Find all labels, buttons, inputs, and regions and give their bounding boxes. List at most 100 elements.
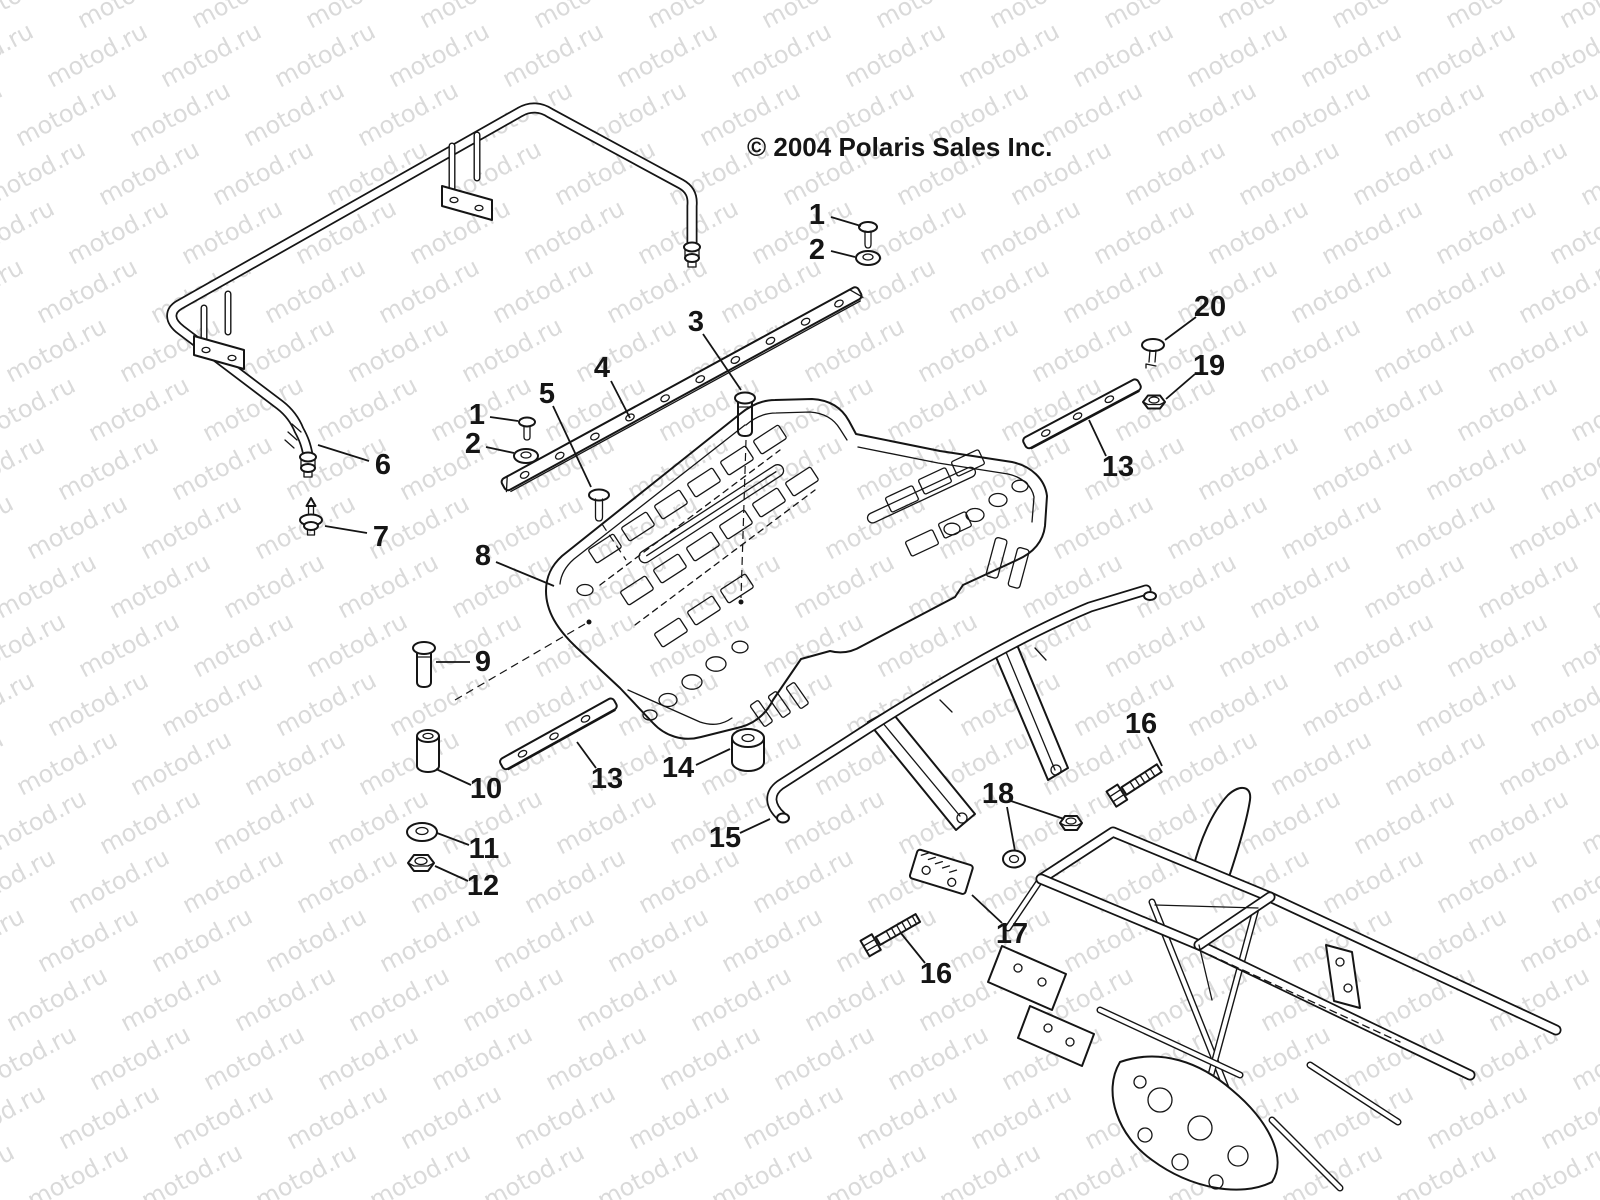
watermark-text: motod.ru bbox=[1576, 135, 1600, 211]
watermark-text: motod.ru bbox=[1555, 0, 1600, 34]
leader-line bbox=[1147, 736, 1163, 767]
mount-rail-short-right bbox=[1022, 378, 1142, 450]
callout-1b: 1 bbox=[469, 399, 519, 431]
callout-11: 11 bbox=[436, 832, 499, 865]
callout-9: 9 bbox=[436, 646, 491, 678]
callout-17: 17 bbox=[971, 894, 1028, 950]
screw-part-5 bbox=[588, 488, 610, 522]
part-number-label: 8 bbox=[475, 540, 491, 572]
callout-13b: 13 bbox=[1088, 419, 1134, 483]
hole-marker bbox=[586, 619, 592, 625]
screw-part-left bbox=[518, 416, 536, 441]
callout-2b: 2 bbox=[465, 428, 515, 460]
callout-3: 3 bbox=[688, 306, 742, 391]
bracket-plate-part-17 bbox=[908, 848, 974, 895]
callout-8: 8 bbox=[475, 540, 555, 587]
leader-line bbox=[576, 741, 597, 769]
callout-16a: 16 bbox=[1125, 708, 1163, 767]
leader-line bbox=[489, 416, 519, 422]
callout-7: 7 bbox=[324, 521, 389, 553]
leader-line bbox=[1088, 419, 1107, 457]
part-number-label: 19 bbox=[1193, 350, 1225, 382]
leader-line bbox=[552, 405, 592, 488]
part-number-label: 5 bbox=[539, 378, 555, 410]
callout-15: 15 bbox=[709, 818, 771, 854]
watermark-text: motod.ru bbox=[1556, 607, 1600, 683]
part-number-label: 1 bbox=[469, 399, 485, 431]
rail-end-cap-left bbox=[299, 451, 317, 478]
callout-19: 19 bbox=[1165, 350, 1225, 400]
watermark-text: motod.ru bbox=[0, 489, 18, 565]
part-number-label: 13 bbox=[591, 763, 623, 795]
callout-18: 18 bbox=[982, 778, 1065, 852]
watermark-text: motod.ru bbox=[0, 253, 28, 329]
callout-12: 12 bbox=[434, 865, 499, 902]
part-number-label: 3 bbox=[688, 306, 704, 338]
leader-line bbox=[695, 748, 731, 766]
leader-line bbox=[435, 768, 472, 786]
part-number-label: 2 bbox=[809, 234, 825, 266]
watermark-text: motod.ru bbox=[0, 666, 39, 742]
callout-10: 10 bbox=[435, 768, 502, 805]
part-number-label: 7 bbox=[373, 521, 389, 553]
leader-line bbox=[830, 250, 856, 258]
callout-16b: 16 bbox=[899, 931, 952, 990]
part-number-label: 1 bbox=[809, 199, 825, 231]
watermark-text: motod.ru bbox=[0, 17, 38, 93]
callout-14: 14 bbox=[662, 748, 731, 784]
part-number-label: 18 bbox=[982, 778, 1014, 810]
watermark-text: motod.ru bbox=[0, 902, 29, 978]
rail-bracket-left bbox=[193, 290, 245, 370]
part-number-label: 20 bbox=[1194, 291, 1226, 323]
push-rivet-part bbox=[299, 497, 323, 536]
bolt-3-axis-line bbox=[740, 439, 747, 599]
watermark-text: motod.ru bbox=[0, 725, 8, 801]
watermark-text: motod.ru bbox=[1566, 371, 1600, 447]
screw-5-axis-line bbox=[601, 523, 627, 561]
washer-part-left bbox=[513, 448, 539, 464]
leader-line bbox=[1165, 373, 1196, 400]
nut-part-18 bbox=[1059, 815, 1083, 831]
callout-20: 20 bbox=[1164, 291, 1226, 341]
mount-rail-short-left bbox=[499, 697, 618, 771]
watermark-text: motod.ru bbox=[1587, 548, 1600, 624]
copyright-text: © 2004 Polaris Sales Inc. bbox=[747, 132, 1052, 162]
watermark-text: motod.ru bbox=[0, 1138, 19, 1200]
spacer-part-10 bbox=[416, 729, 440, 773]
leader-line bbox=[971, 894, 1003, 924]
leader-line bbox=[899, 931, 926, 964]
leader-line bbox=[434, 865, 469, 882]
washer-part-top bbox=[855, 250, 881, 266]
leader-line bbox=[830, 216, 862, 227]
screw-part-20 bbox=[1141, 338, 1165, 369]
watermark-text: motod.ru bbox=[1567, 1020, 1600, 1096]
part-number-label: 9 bbox=[475, 646, 491, 678]
callout-6: 6 bbox=[317, 444, 391, 481]
nut-part-19 bbox=[1142, 394, 1166, 410]
leader-line bbox=[1010, 800, 1065, 820]
rack-rail-part bbox=[166, 102, 701, 478]
bolt-part-3 bbox=[734, 391, 756, 437]
nut-part-12 bbox=[407, 854, 435, 872]
part-number-label: 16 bbox=[920, 958, 952, 990]
watermark-text: motod.ru bbox=[0, 76, 7, 152]
rack-platform-part bbox=[545, 398, 1048, 740]
part-number-label: 6 bbox=[375, 449, 391, 481]
hex-bolt-part-16-upper bbox=[1105, 763, 1163, 808]
leader-line bbox=[1164, 316, 1197, 341]
mount-rail-long bbox=[500, 286, 864, 493]
part-number-label: 16 bbox=[1125, 708, 1157, 740]
leader-line bbox=[436, 832, 470, 846]
leader-line bbox=[610, 380, 631, 419]
leader-line bbox=[1006, 806, 1016, 852]
bushing-part-14 bbox=[731, 728, 765, 772]
bolt-part-9 bbox=[412, 641, 436, 688]
part-number-label: 13 bbox=[1102, 451, 1134, 483]
leader-line bbox=[739, 818, 771, 834]
rail-bracket-right bbox=[441, 131, 493, 221]
screw-part-top bbox=[858, 221, 878, 249]
chassis-frame bbox=[987, 787, 1562, 1192]
rail-end-cap-right bbox=[683, 241, 701, 268]
